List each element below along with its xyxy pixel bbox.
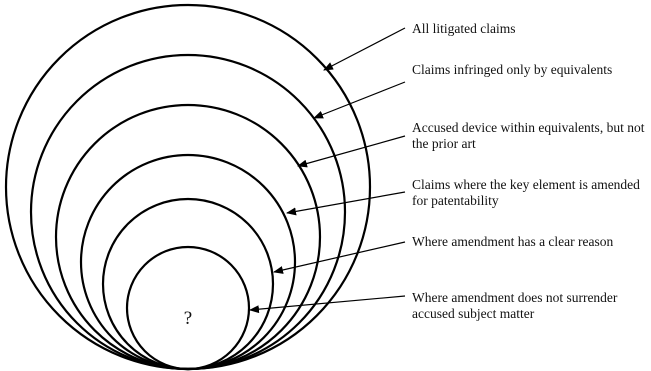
circle-no-surrender: [125, 245, 251, 371]
label-key-element-amended: Claims where the key element is amended …: [412, 177, 640, 208]
label-no-surrender: Where amendment does not surrender accus…: [412, 290, 618, 321]
pointer-arrow-4: [286, 191, 406, 216]
pointer-arrow-2: [313, 81, 406, 119]
unknown-center-mark: ?: [183, 308, 193, 329]
pointer-arrow-6: [249, 295, 406, 314]
pointer-arrow-5: [273, 241, 406, 274]
label-all-litigated-claims: All litigated claims: [412, 21, 516, 36]
label-within-equivalents-not-prior-art: Accused device within equivalents, but n…: [412, 120, 645, 151]
pointer-arrow-3: [297, 135, 406, 168]
pointer-arrow-1: [323, 27, 406, 71]
label-infringed-only-by-equivalents: Claims infringed only by equivalents: [412, 62, 613, 77]
label-amendment-clear-reason: Where amendment has a clear reason: [412, 234, 614, 249]
